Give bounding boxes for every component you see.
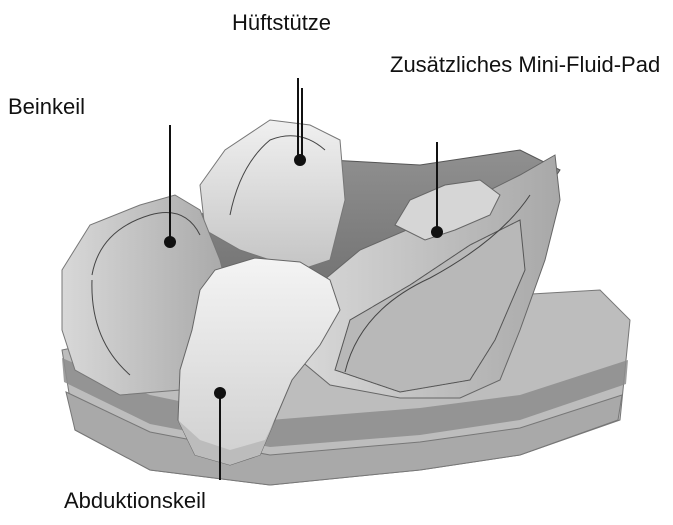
marker-dot-mini-pad bbox=[431, 226, 443, 238]
label-beinkeil: Beinkeil bbox=[8, 94, 85, 120]
marker-dot-abduktion bbox=[214, 387, 226, 399]
label-mini-fluid-pad: Zusätzliches Mini-Fluid-Pad bbox=[390, 52, 670, 78]
label-abduktionskeil: Abduktionskeil bbox=[64, 488, 206, 514]
marker-dot-hueftstuetze bbox=[294, 154, 306, 166]
marker-dot-beinkeil bbox=[164, 236, 176, 248]
label-hueftstuetze: Hüftstütze bbox=[232, 10, 331, 36]
